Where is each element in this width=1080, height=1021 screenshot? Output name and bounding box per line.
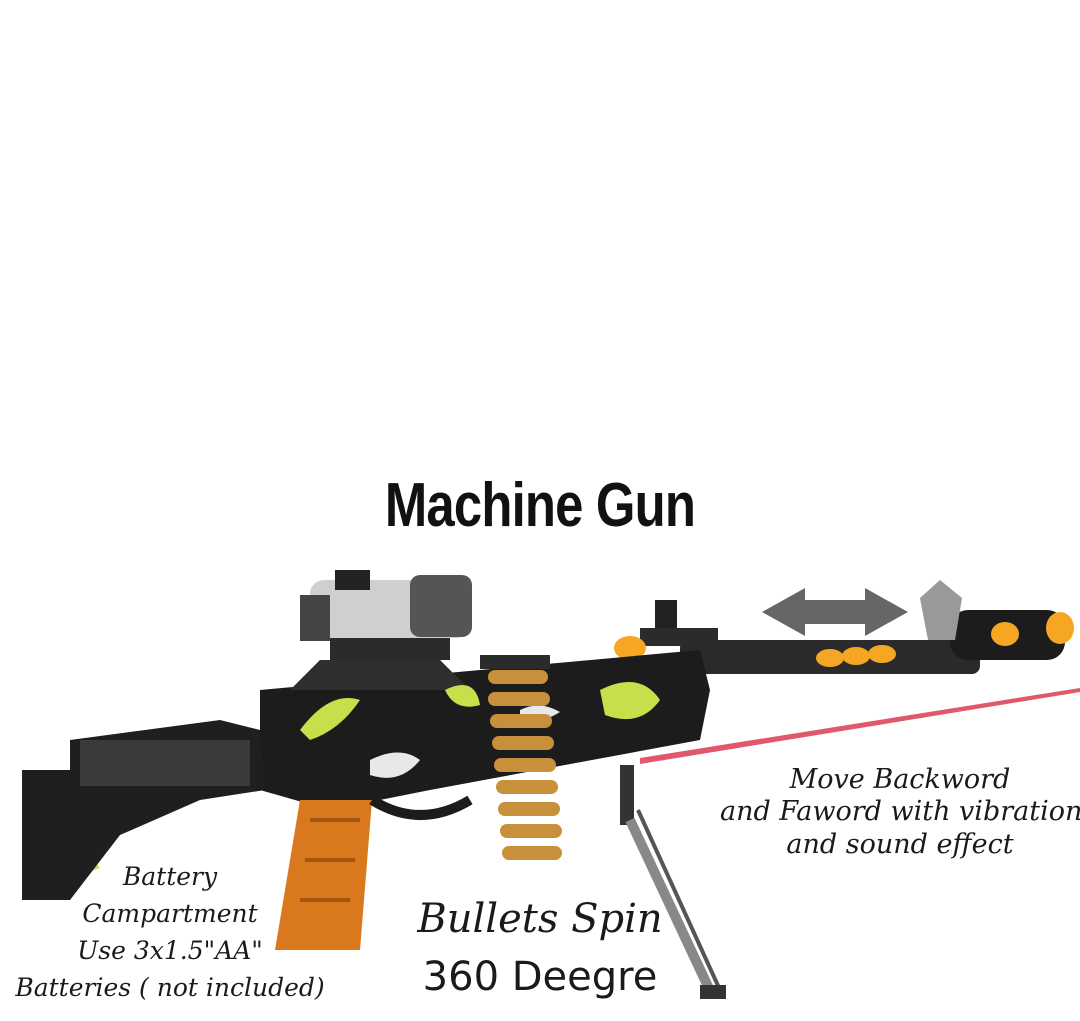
- bipod: [620, 765, 726, 999]
- double-arrow-icon: [762, 588, 908, 636]
- battery-callout-line: Battery: [122, 862, 218, 891]
- barrel-lights: [816, 622, 1019, 667]
- battery-callout-line: Campartment: [82, 899, 258, 928]
- move-callout-line: and sound effect: [786, 828, 1014, 860]
- battery-callout: Battery Campartment Use 3x1.5"AA" Batter…: [0, 858, 340, 1006]
- toy-machine-gun: [22, 570, 1080, 999]
- move-callout: Move Backword and Faword with vibration …: [720, 764, 1080, 861]
- battery-callout-line: Batteries ( not included): [15, 973, 325, 1002]
- bullet-belt: [488, 670, 562, 860]
- move-callout-line: and Faword with vibration: [720, 796, 1080, 828]
- move-callout-line: Move Backword: [789, 764, 1011, 795]
- product-title: Machine Gun: [384, 471, 696, 540]
- scope: [300, 570, 472, 660]
- bullets-callout-line: Bullets Spin: [417, 896, 663, 942]
- bullets-callout-line: 360 Deegre: [422, 954, 658, 1000]
- battery-callout-line: Use 3x1.5"AA": [77, 936, 263, 965]
- pistol-grip: [275, 800, 372, 950]
- laser-beam: [640, 688, 1080, 764]
- bullets-callout: Bullets Spin 360 Deegre: [400, 890, 680, 1006]
